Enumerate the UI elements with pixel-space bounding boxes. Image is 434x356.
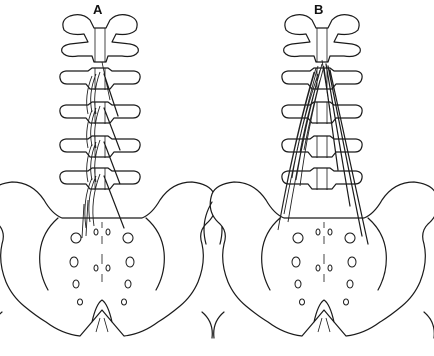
spine-panel-a <box>0 15 222 338</box>
spine-panel-b <box>204 15 434 338</box>
